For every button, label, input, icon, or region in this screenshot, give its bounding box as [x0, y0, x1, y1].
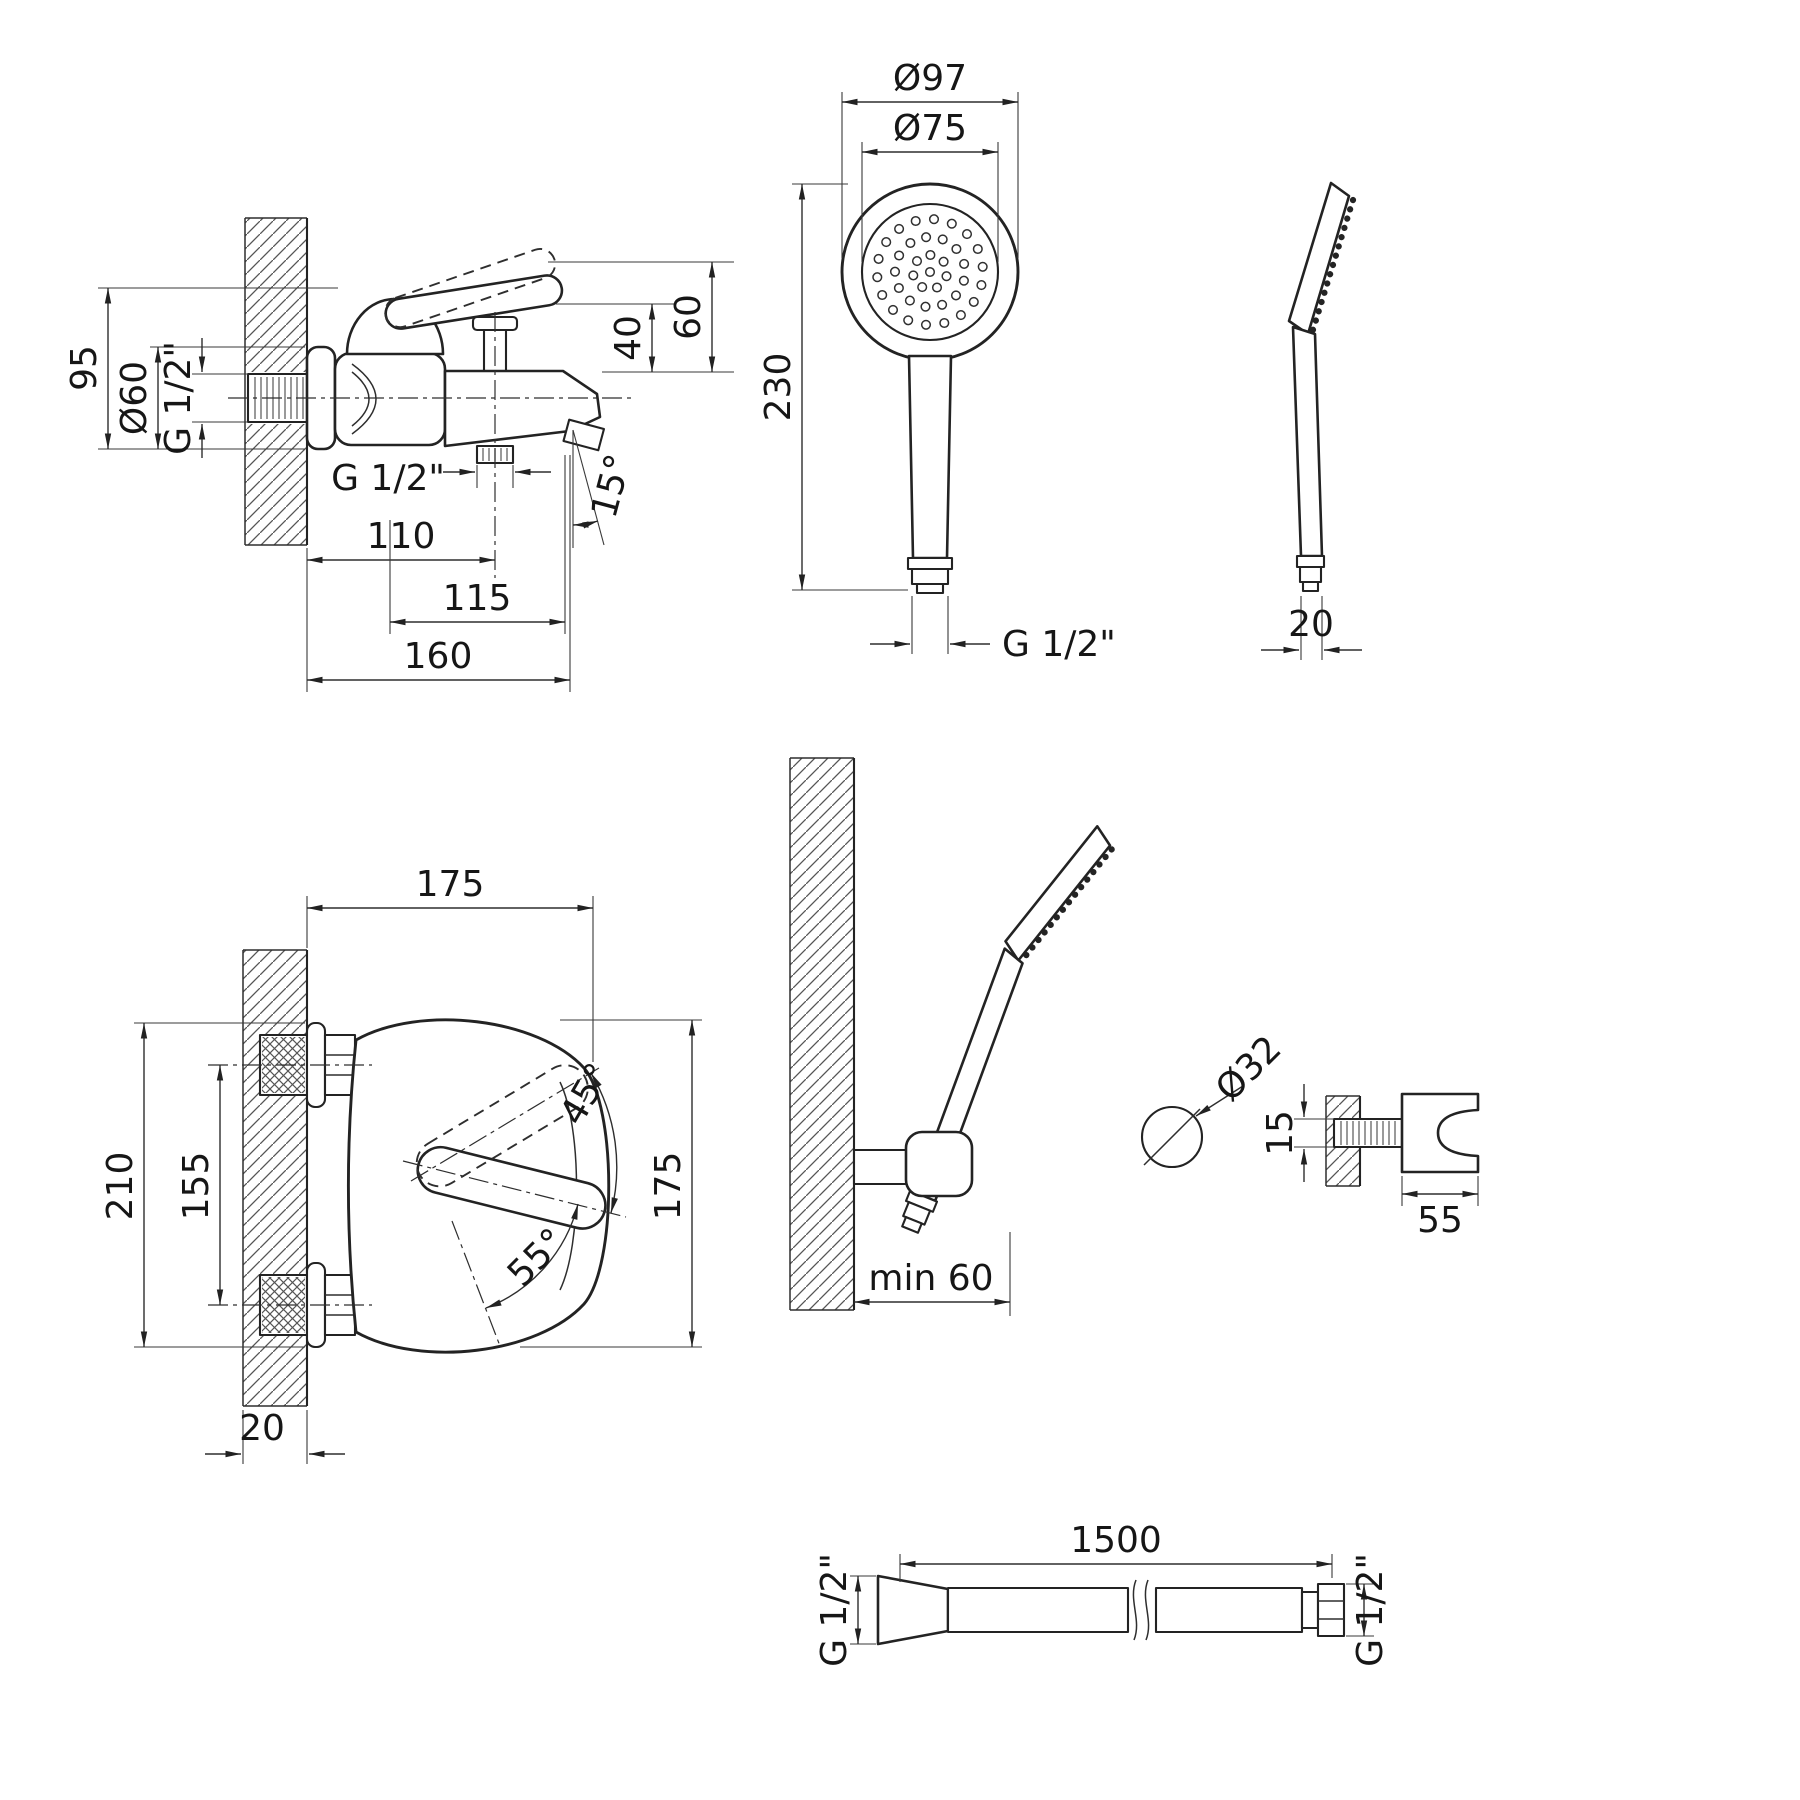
dim-spout-angle: 15° — [572, 429, 640, 548]
supply-connector-bottom — [258, 1261, 357, 1349]
holder-profile — [1400, 1092, 1480, 1174]
view-hand-shower-front: Ø97 Ø75 230 G 1/2" — [758, 58, 1116, 665]
spout — [443, 369, 602, 448]
dim-hose-length: 1500 — [899, 1520, 1333, 1582]
svg-text:210: 210 — [100, 1152, 141, 1221]
hose-segment-right — [1154, 1586, 1304, 1634]
hose-break-line — [1132, 1579, 1138, 1641]
wall-holder-bracket — [852, 1130, 974, 1198]
dim-wall-thread: G 1/2" — [158, 338, 248, 458]
hose-fitting-right — [1300, 1582, 1346, 1638]
lever-handle-alt-position — [384, 247, 557, 329]
dim-handle-thread: G 1/2" — [870, 596, 1116, 665]
svg-text:G 1/2": G 1/2" — [331, 458, 445, 499]
wall-section-holder — [789, 757, 856, 1311]
spout-outlet — [562, 418, 606, 452]
dim-height-right-175: 175 — [520, 1019, 702, 1348]
supply-connector-top — [258, 1021, 357, 1109]
hose-segment-left — [946, 1586, 1130, 1634]
mixer-body — [333, 351, 447, 447]
svg-text:55: 55 — [1417, 1200, 1463, 1241]
dim-head-outer-diameter: Ø97 — [841, 58, 1019, 258]
svg-text:15°: 15° — [584, 450, 640, 522]
view-bath-mixer-side: 95 Ø60 G 1/2" G 1/2" 110 — [64, 217, 734, 692]
svg-text:60: 60 — [668, 294, 709, 340]
dim-thickness-20: 20 — [1261, 596, 1362, 660]
dim-flange-diameter: Ø60 — [114, 346, 305, 449]
svg-text:175: 175 — [416, 864, 485, 905]
svg-text:95: 95 — [64, 345, 105, 391]
lever-axis — [402, 1160, 627, 1218]
svg-text:Ø97: Ø97 — [893, 58, 967, 99]
dim-head-face-diameter: Ø75 — [861, 108, 999, 262]
view-shower-holder-wall: min 60 — [789, 757, 1115, 1316]
nozzle-serration — [1308, 196, 1357, 337]
svg-text:Ø75: Ø75 — [893, 108, 967, 149]
svg-text:G 1/2": G 1/2" — [1002, 624, 1116, 665]
svg-text:20: 20 — [239, 1408, 285, 1449]
dim-min-clearance: min 60 — [854, 1232, 1011, 1316]
view-holder-detail: Ø32 15 55 — [1140, 1028, 1480, 1241]
holder-front-slot — [1143, 1108, 1201, 1166]
svg-text:Ø60: Ø60 — [114, 361, 155, 435]
svg-text:G 1/2": G 1/2" — [814, 1553, 855, 1667]
spray-nozzles — [872, 214, 988, 330]
svg-text:20: 20 — [1288, 604, 1334, 645]
handle-connector — [906, 556, 954, 595]
dim-115: 115 — [389, 455, 566, 634]
dim-60: 60 — [548, 261, 734, 372]
lever-axis-down — [451, 1220, 501, 1347]
handle-connector-side — [1295, 554, 1326, 593]
dim-outlet-thread: G 1/2" — [331, 458, 551, 499]
svg-text:40: 40 — [608, 315, 649, 361]
dim-height-210: 210 — [100, 1022, 305, 1348]
dim-depth-55: 55 — [1401, 1176, 1479, 1241]
dim-40: 40 — [556, 303, 734, 373]
svg-text:155: 155 — [176, 1152, 217, 1221]
dim-length-230: 230 — [758, 183, 908, 591]
dim-offset-15: 15 — [1260, 1084, 1334, 1182]
dim-centers-155: 155 — [176, 1064, 372, 1306]
dim-wall-gap-20: 20 — [205, 1408, 345, 1464]
holder-screw — [1332, 1117, 1404, 1149]
svg-text:175: 175 — [648, 1152, 689, 1221]
dim-hose-thread-right: G 1/2" — [1346, 1553, 1391, 1667]
hose-break-line-2 — [1144, 1579, 1150, 1641]
svg-text:110: 110 — [367, 516, 436, 557]
svg-text:115: 115 — [443, 578, 512, 619]
svg-text:G 1/2": G 1/2" — [1350, 1553, 1391, 1667]
svg-text:min 60: min 60 — [868, 1258, 993, 1299]
dim-width-175: 175 — [306, 864, 594, 1062]
dim-height-95: 95 — [64, 287, 338, 450]
svg-text:1500: 1500 — [1070, 1520, 1162, 1561]
hose-fitting-left — [876, 1574, 950, 1646]
dim-hose-thread-left: G 1/2" — [814, 1553, 876, 1667]
view-shower-mixer-front: 45° 55° 175 210 155 175 — [100, 864, 702, 1464]
svg-text:230: 230 — [758, 353, 799, 422]
dim-110: 110 — [306, 516, 495, 692]
svg-text:160: 160 — [404, 636, 473, 677]
view-hand-shower-side: 20 — [1261, 181, 1362, 660]
svg-text:15: 15 — [1260, 1110, 1301, 1156]
wall-section — [244, 217, 309, 546]
svg-text:Ø32: Ø32 — [1208, 1028, 1289, 1109]
svg-text:G 1/2": G 1/2" — [158, 341, 199, 455]
dim-160: 160 — [307, 455, 571, 692]
handle-profile — [1291, 325, 1324, 558]
shower-handle — [907, 354, 953, 560]
lever-axis-up — [410, 1067, 600, 1182]
wall-section-front — [242, 949, 309, 1407]
dim-holder-diameter: Ø32 — [1195, 1028, 1290, 1117]
view-shower-hose: 1500 G 1/2" G 1/2" — [814, 1520, 1391, 1667]
